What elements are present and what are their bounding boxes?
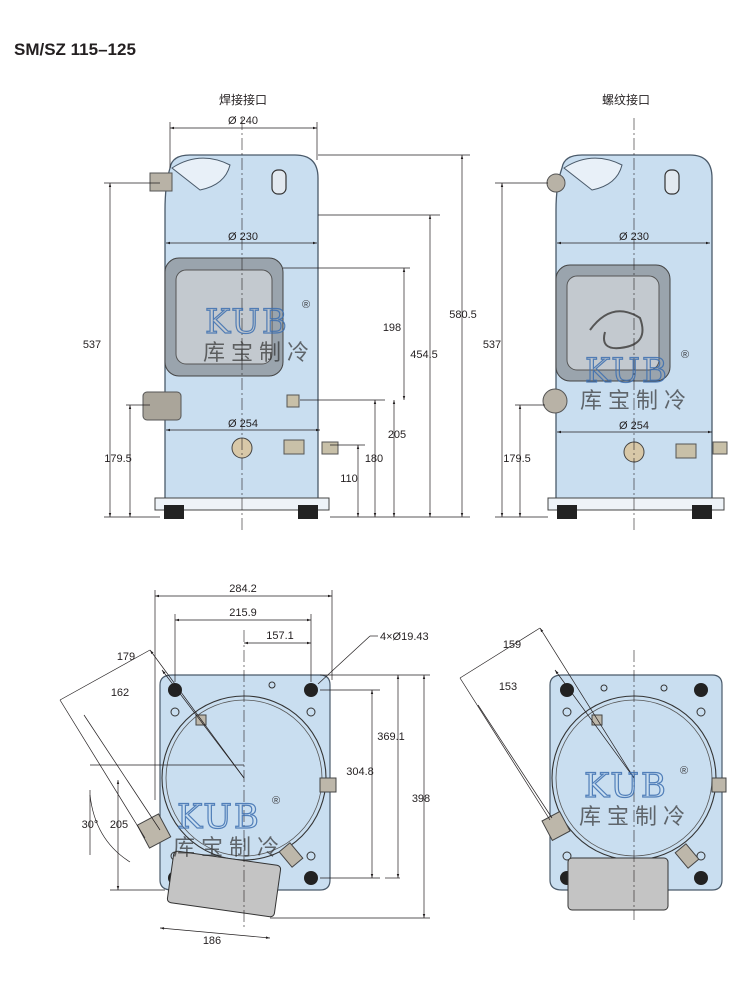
watermark-kub-bottom-right: KUB ® 库宝制冷 [579,765,691,830]
dim-plan-holes: 4×Ø19.43 [380,631,429,643]
caption-threaded: 螺纹接口 [602,92,650,107]
watermark-reg-2: ® [681,349,689,361]
dim-left-179-5: 179.5 [104,453,132,465]
dim-left-580-5: 580.5 [449,309,477,321]
plan-right-dimensions: 159 153 [459,627,635,821]
watermark-reg-3: ® [272,795,280,807]
dim-plan-right-153: 153 [499,681,517,693]
dim-plan-right-159: 159 [503,639,521,651]
watermark-brand-2: KUB [585,351,669,391]
compressor-plan-view-welded [136,630,337,930]
watermark-cn-4: 库宝制冷 [579,805,691,830]
compressor-side-view-threaded [542,118,728,530]
caption-welded: 焊接接口 [219,92,267,107]
dim-plan-179: 179 [117,651,135,663]
dim-left-d240: Ø 240 [228,115,258,127]
dim-left-d254: Ø 254 [228,418,258,430]
watermark-cn-1: 库宝制冷 [203,341,315,366]
dim-plan-186: 186 [203,935,221,947]
dim-left-d230: Ø 230 [228,231,258,243]
dim-right-537: 537 [483,339,501,351]
watermark-brand-4: KUB [584,766,668,806]
dim-right-179-5: 179.5 [503,453,531,465]
dim-left-205: 205 [388,429,406,441]
left-view-dimensions: Ø 240 Ø 230 Ø 254 537 179.5 198 580.5 45… [83,115,477,518]
watermark-cn-3: 库宝制冷 [173,836,285,861]
watermark-kub-top-left: KUB ® 库宝制冷 [203,299,315,366]
dim-plan-215-9: 215.9 [229,607,257,619]
dim-plan-304-8: 304.8 [346,766,374,778]
compressor-side-view-welded [142,118,339,530]
dim-right-d254: Ø 254 [619,420,649,432]
compressor-plan-view-threaded [541,650,727,920]
dim-plan-162: 162 [111,687,129,699]
watermark-reg-1: ® [302,299,310,311]
watermark-reg-4: ® [680,765,688,777]
right-view-dimensions: Ø 230 Ø 254 537 179.5 [483,182,712,518]
watermark-brand-1: KUB [205,302,289,342]
dim-plan-30deg: 30° [82,819,99,831]
dim-plan-398: 398 [412,793,430,805]
dim-left-110: 110 [340,473,358,485]
watermark-brand-3: KUB [177,797,261,837]
dim-plan-205: 205 [110,819,128,831]
dim-left-180: 180 [365,453,383,465]
watermark-kub-top-right: KUB ® 库宝制冷 [580,349,692,414]
dim-left-454-5: 454.5 [410,349,438,361]
plan-left-dimensions: 284.2 215.9 157.1 4×Ø19.43 304.8 369.1 3… [59,583,430,947]
dim-right-d230: Ø 230 [619,231,649,243]
dim-plan-369-1: 369.1 [377,731,405,743]
watermark-cn-2: 库宝制冷 [580,389,692,414]
dim-plan-157-1: 157.1 [266,630,294,642]
page-title: SM/SZ 115–125 [14,40,136,59]
dim-left-537: 537 [83,339,101,351]
dim-plan-284-2: 284.2 [229,583,257,595]
watermark-kub-bottom-left: KUB ® 库宝制冷 [173,795,285,861]
dim-left-198: 198 [383,322,401,334]
